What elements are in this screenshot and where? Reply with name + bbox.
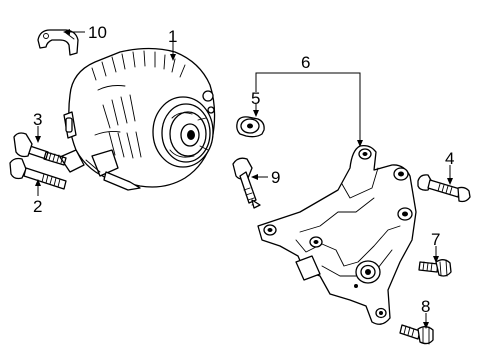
callout-4: 4 xyxy=(445,149,454,168)
callout-10: 10 xyxy=(88,23,107,42)
alternator-part xyxy=(59,47,216,191)
callout-8: 8 xyxy=(421,297,430,316)
callout-5: 5 xyxy=(251,89,260,108)
bolt-part-3 xyxy=(13,132,67,166)
bolt-part-9 xyxy=(232,157,261,209)
bolt-part-4 xyxy=(417,174,471,203)
callout-labels: 10 1 3 2 5 6 9 4 7 8 xyxy=(33,23,454,316)
bushing-part xyxy=(236,116,265,138)
callout-6: 6 xyxy=(301,53,310,72)
callout-3: 3 xyxy=(33,110,42,129)
clip-bracket-part xyxy=(37,29,79,56)
callout-7: 7 xyxy=(431,230,440,249)
bolt-part-2 xyxy=(9,157,67,190)
callout-2: 2 xyxy=(33,197,42,216)
leader-6 xyxy=(255,72,363,147)
callout-9: 9 xyxy=(271,168,280,187)
leader-lines xyxy=(35,29,453,329)
bolt-part-8 xyxy=(399,324,434,345)
bolt-part-7 xyxy=(418,259,452,277)
callout-1: 1 xyxy=(168,27,177,46)
mounting-bracket-part xyxy=(257,144,417,325)
